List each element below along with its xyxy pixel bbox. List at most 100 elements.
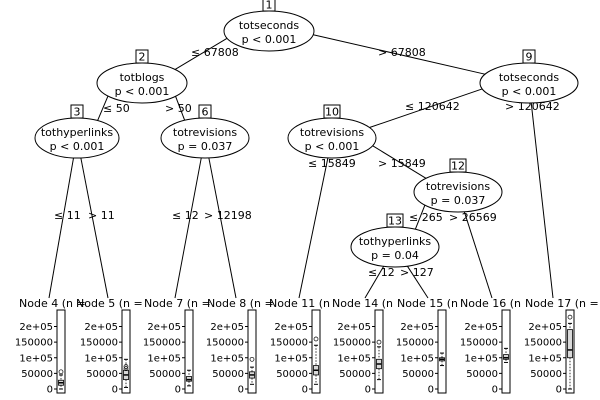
axis-tick-label: 150000 <box>396 338 434 349</box>
axis-tick-label: 50000 <box>149 369 181 380</box>
axis-tick-label: 1e+05 <box>528 353 562 364</box>
edge-label-1-9: > 67808 <box>378 46 426 59</box>
boxplot-outlier <box>376 339 382 345</box>
node-variable-label: totrevisions <box>300 126 364 139</box>
axis-tick-label: 2e+05 <box>464 322 498 333</box>
node-p-value: p < 0.001 <box>305 140 360 153</box>
node-id-box <box>323 104 341 119</box>
edge-9-17 <box>530 102 554 299</box>
edge-labels-layer: ≤ 67808> 67808≤ 50> 50≤ 11> 11≤ 12> 1219… <box>54 46 560 279</box>
axis-tick-label: 1e+05 <box>464 353 498 364</box>
node-id: 10 <box>325 106 339 119</box>
edge-12-13 <box>414 204 426 230</box>
axis-tick-label: 150000 <box>206 338 244 349</box>
axis-tick-label: 50000 <box>530 369 562 380</box>
edge-13-15 <box>406 265 429 299</box>
node-p-value: p < 0.001 <box>115 85 170 98</box>
boxplot-box <box>186 376 192 382</box>
terminal-title: Node 16 (n <box>460 297 521 310</box>
edge-10-12 <box>372 145 427 179</box>
axis-tick-label: 0 <box>112 385 118 396</box>
axis-tick-label: 0 <box>175 385 181 396</box>
edge-13-14 <box>364 266 385 299</box>
edge-3-4 <box>48 157 75 299</box>
axis-tick-label: 1e+05 <box>147 353 181 364</box>
axis-tick-label: 0 <box>556 385 562 396</box>
axis-tick-label: 0 <box>492 385 498 396</box>
edge-label-10-12: > 15849 <box>378 157 426 170</box>
axis-tick-label: 2e+05 <box>528 322 562 333</box>
terminal-title: Node 15 (n <box>397 297 458 310</box>
axis-tick-label: 150000 <box>143 338 181 349</box>
node-id: 1 <box>266 0 273 12</box>
axis-tick-label: 1e+05 <box>400 353 434 364</box>
node-variable-label: totrevisions <box>426 180 490 193</box>
terminal-title: Node 17 (n = 4 <box>525 297 600 310</box>
edge-12-16 <box>463 211 493 299</box>
axis-tick-label: 1e+05 <box>19 353 53 364</box>
edge-label-10-11: ≤ 15849 <box>308 157 356 170</box>
terminal-title: Node 14 (n <box>332 297 393 310</box>
terminal-title: Node 11 (n <box>269 297 330 310</box>
terminal-title: Node 7 (n = <box>144 297 211 310</box>
node-id-box <box>386 213 404 228</box>
axis-tick-label: 2e+05 <box>274 322 308 333</box>
node-variable-label: totblogs <box>120 71 165 84</box>
node-id-box <box>522 49 536 64</box>
node-p-value: p = 0.037 <box>178 140 233 153</box>
node-id-box <box>70 104 84 119</box>
axis-tick-label: 50000 <box>212 369 244 380</box>
node-p-value: p < 0.001 <box>242 33 297 46</box>
axis-tick-label: 2e+05 <box>84 322 118 333</box>
boxplot-outlier <box>123 364 129 369</box>
edge-1-2 <box>174 37 228 70</box>
boxplot-box <box>503 354 509 360</box>
axis-tick-label: 2e+05 <box>400 322 434 333</box>
edge-2-6 <box>175 96 186 121</box>
edge-10-11 <box>298 157 329 299</box>
axis-tick-label: 2e+05 <box>210 322 244 333</box>
axis-tick-label: 1e+05 <box>84 353 118 364</box>
boxplot-box <box>567 329 573 359</box>
boxplot-panel <box>374 309 384 394</box>
boxplot-outlier <box>567 314 573 320</box>
node-variable-label: tothyperlinks <box>359 235 432 248</box>
edge-label-13-15: > 127 <box>400 266 434 279</box>
node-p-value: p < 0.001 <box>50 140 105 153</box>
axis-tick-label: 1e+05 <box>337 353 371 364</box>
terminal-title: Node 8 (n = <box>207 297 274 310</box>
edge-1-9 <box>313 34 486 75</box>
boxplot-panel <box>247 309 257 394</box>
edges-layer <box>48 34 554 299</box>
axis-tick-label: 50000 <box>339 369 371 380</box>
boxplot-panel <box>121 309 131 394</box>
edge-label-1-2: ≤ 67808 <box>191 46 239 59</box>
axis-tick-label: 150000 <box>80 338 118 349</box>
axis-tick-label: 0 <box>302 385 308 396</box>
node-id-box <box>262 0 276 12</box>
edge-label-9-17: > 120642 <box>505 100 560 113</box>
axis-tick-label: 50000 <box>466 369 498 380</box>
node-p-value: p < 0.001 <box>502 85 557 98</box>
boxplot-outlier <box>249 356 255 362</box>
node-id: 12 <box>451 160 465 173</box>
edge-label-6-8: > 12198 <box>204 209 252 222</box>
edge-label-9-10: ≤ 120642 <box>405 100 460 113</box>
axis-tick-label: 0 <box>47 385 53 396</box>
axis-tick-label: 1e+05 <box>274 353 308 364</box>
axis-tick-label: 0 <box>365 385 371 396</box>
axis-tick-label: 0 <box>238 385 244 396</box>
axis-tick-label: 0 <box>428 385 434 396</box>
